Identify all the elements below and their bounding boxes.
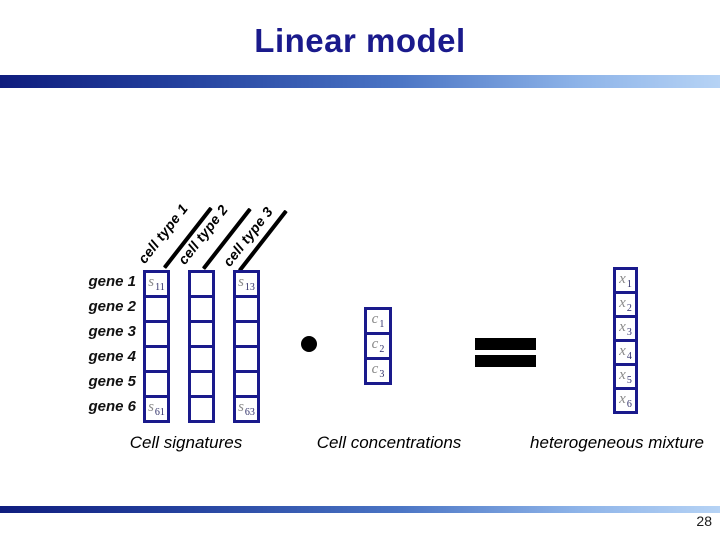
vector-cell: x6 bbox=[613, 387, 638, 414]
vector-entry-base: x bbox=[619, 270, 626, 287]
footer-divider-bar bbox=[0, 506, 720, 513]
vector-entry: x6 bbox=[619, 390, 632, 410]
vector-entry: x4 bbox=[619, 342, 632, 362]
vector-entry-sub: 3 bbox=[626, 326, 632, 338]
matrix-cell: s11 bbox=[143, 270, 170, 298]
row-label-gene-1: gene 1 bbox=[88, 273, 136, 290]
vector-entry: x1 bbox=[619, 270, 632, 290]
vector-entry-base: x bbox=[619, 294, 626, 311]
matrix-cell-empty bbox=[143, 320, 170, 348]
vector-entry: x2 bbox=[619, 294, 632, 314]
vector-cell: x1 bbox=[613, 267, 638, 294]
caption-heterogeneous-mixture: heterogeneous mixture bbox=[530, 433, 704, 452]
vector-entry-sub: 6 bbox=[626, 398, 632, 410]
vector-entry-sub: 1 bbox=[626, 278, 632, 290]
vector-cell: x5 bbox=[613, 363, 638, 390]
vector-entry: c3 bbox=[372, 362, 385, 380]
matrix-entry-base: s bbox=[148, 399, 154, 415]
signature-column-2 bbox=[188, 270, 215, 423]
vector-entry-sub: 3 bbox=[379, 369, 385, 380]
matrix-cell-empty bbox=[188, 370, 215, 398]
vector-cell: c3 bbox=[364, 357, 392, 385]
matrix-entry-base: s bbox=[238, 399, 244, 415]
vector-entry-sub: 2 bbox=[379, 344, 385, 355]
vector-entry-sub: 4 bbox=[626, 350, 632, 362]
vector-entry-base: x bbox=[619, 390, 626, 407]
vector-entry: x3 bbox=[619, 318, 632, 338]
matrix-entry-sub: 63 bbox=[244, 407, 255, 418]
matrix-cell-empty bbox=[233, 345, 260, 373]
row-label-gene-5: gene 5 bbox=[88, 373, 136, 390]
matrix-cell-empty bbox=[188, 295, 215, 323]
vector-entry-base: x bbox=[619, 366, 626, 383]
vector-cell: x2 bbox=[613, 291, 638, 318]
row-label-gene-3: gene 3 bbox=[88, 323, 136, 340]
page-title: Linear model bbox=[254, 22, 466, 59]
vector-entry-sub: 2 bbox=[626, 302, 632, 314]
matrix-entry: s63 bbox=[238, 400, 255, 418]
matrix-entry-sub: 11 bbox=[155, 282, 165, 293]
signature-column-3: s13 s63 bbox=[233, 270, 260, 423]
caption-cell-concentrations: Cell concentrations bbox=[316, 433, 462, 452]
vector-entry-base: x bbox=[619, 318, 626, 335]
matrix-cell-empty bbox=[233, 295, 260, 323]
page-number: 28 bbox=[696, 513, 712, 529]
matrix-cell-empty bbox=[188, 345, 215, 373]
matrix-cell: s63 bbox=[233, 395, 260, 423]
vector-cell: c2 bbox=[364, 332, 392, 360]
matrix-entry-base: s bbox=[238, 274, 244, 290]
vector-entry: c2 bbox=[372, 337, 385, 355]
matrix-cell-empty bbox=[143, 370, 170, 398]
vector-cell: x3 bbox=[613, 315, 638, 342]
signature-column-1: s11 s61 bbox=[143, 270, 170, 423]
matrix-cell: s13 bbox=[233, 270, 260, 298]
equals-icon bbox=[475, 355, 536, 367]
vector-entry-base: c bbox=[371, 361, 379, 377]
multiplication-dot-icon bbox=[301, 336, 317, 352]
matrix-cell-empty bbox=[188, 395, 215, 423]
matrix-entry-base: s bbox=[148, 274, 155, 290]
vector-entry: c1 bbox=[372, 312, 385, 330]
vector-entry-base: c bbox=[371, 311, 379, 327]
vector-entry-base: x bbox=[619, 342, 626, 359]
matrix-cell-empty bbox=[143, 345, 170, 373]
header-divider-bar bbox=[0, 75, 720, 88]
matrix-cell: s61 bbox=[143, 395, 170, 423]
row-label-gene-4: gene 4 bbox=[88, 348, 136, 365]
row-label-gene-2: gene 2 bbox=[88, 298, 136, 315]
matrix-cell-empty bbox=[188, 270, 215, 298]
equals-icon bbox=[475, 338, 536, 350]
vector-entry-base: c bbox=[371, 336, 379, 352]
matrix-cell-empty bbox=[188, 320, 215, 348]
vector-entry-sub: 5 bbox=[626, 374, 632, 386]
vector-cell: c1 bbox=[364, 307, 392, 335]
caption-cell-signatures: Cell signatures bbox=[129, 433, 243, 452]
matrix-entry: s13 bbox=[238, 275, 255, 293]
row-label-gene-6: gene 6 bbox=[88, 398, 136, 415]
vector-entry-sub: 1 bbox=[379, 319, 385, 330]
vector-entry: x5 bbox=[619, 366, 632, 386]
mixture-vector: x1 x2 x3 x4 x5 x6 bbox=[613, 267, 638, 414]
vector-cell: x4 bbox=[613, 339, 638, 366]
matrix-entry-sub: 61 bbox=[154, 407, 165, 418]
matrix-entry: s61 bbox=[148, 400, 165, 418]
matrix-entry-sub: 13 bbox=[244, 282, 255, 293]
matrix-cell-empty bbox=[233, 320, 260, 348]
concentration-vector: c1 c2 c3 bbox=[364, 307, 392, 385]
matrix-cell-empty bbox=[143, 295, 170, 323]
matrix-cell-empty bbox=[233, 370, 260, 398]
matrix-entry: s11 bbox=[148, 275, 164, 293]
